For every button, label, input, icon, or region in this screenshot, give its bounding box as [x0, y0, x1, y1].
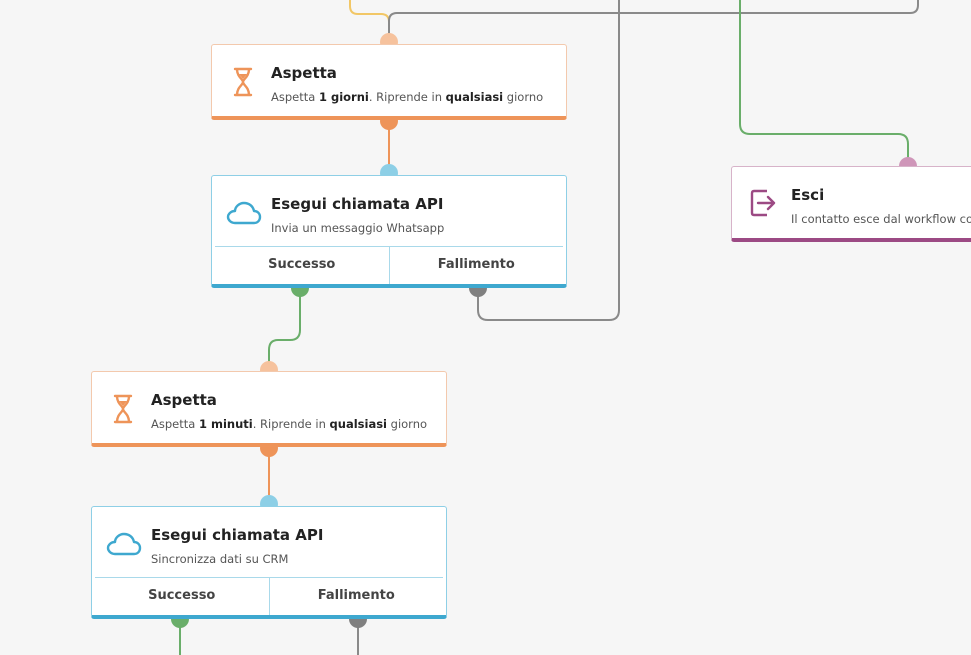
- node-description: Aspetta 1 giorni. Riprende in qualsiasi …: [271, 90, 544, 104]
- node-title: Aspetta: [271, 64, 337, 82]
- node-title: Esci: [791, 186, 825, 204]
- outcome-tabs: Successo Fallimento: [95, 577, 443, 615]
- hourglass-icon: [112, 394, 134, 428]
- node-title: Esegui chiamata API: [271, 195, 444, 213]
- exit-icon: [749, 188, 777, 222]
- cloud-icon: [226, 201, 262, 229]
- failure-outcome[interactable]: Fallimento: [388, 247, 564, 284]
- wait-node-1[interactable]: Aspetta Aspetta 1 giorni. Riprende in qu…: [211, 44, 567, 120]
- success-outcome[interactable]: Successo: [268, 257, 336, 272]
- wait-node-2[interactable]: Aspetta Aspetta 1 minuti. Riprende in qu…: [91, 371, 447, 447]
- connector-failure-1: [477, 0, 620, 321]
- node-title: Esegui chiamata API: [151, 526, 324, 544]
- wait-duration: 1 minuti: [198, 417, 253, 431]
- node-description: Aspetta 1 minuti. Riprende in qualsiasi …: [151, 417, 428, 431]
- outcome-tabs: Successo Fallimento: [215, 246, 563, 284]
- exit-node[interactable]: Esci Il contatto esce dal workflow co: [731, 166, 971, 242]
- node-description: Il contatto esce dal workflow co: [791, 212, 971, 226]
- node-description: Invia un messaggio Whatsapp: [271, 221, 445, 235]
- success-outcome[interactable]: Successo: [148, 588, 216, 603]
- connector-green-exit: [739, 0, 909, 166]
- resume-day: qualsiasi: [445, 90, 504, 104]
- api-call-node-1[interactable]: Esegui chiamata API Invia un messaggio W…: [211, 175, 567, 288]
- resume-day: qualsiasi: [329, 417, 387, 431]
- connector-success-1: [268, 290, 301, 370]
- wait-duration: 1 giorni: [318, 90, 369, 104]
- connector-top-gray: [388, 0, 919, 44]
- cloud-icon: [106, 532, 142, 560]
- node-title: Aspetta: [151, 391, 217, 409]
- hourglass-icon: [232, 67, 254, 101]
- node-description: Sincronizza dati su CRM: [151, 552, 289, 566]
- failure-outcome[interactable]: Fallimento: [268, 578, 444, 615]
- api-call-node-2[interactable]: Esegui chiamata API Sincronizza dati su …: [91, 506, 447, 619]
